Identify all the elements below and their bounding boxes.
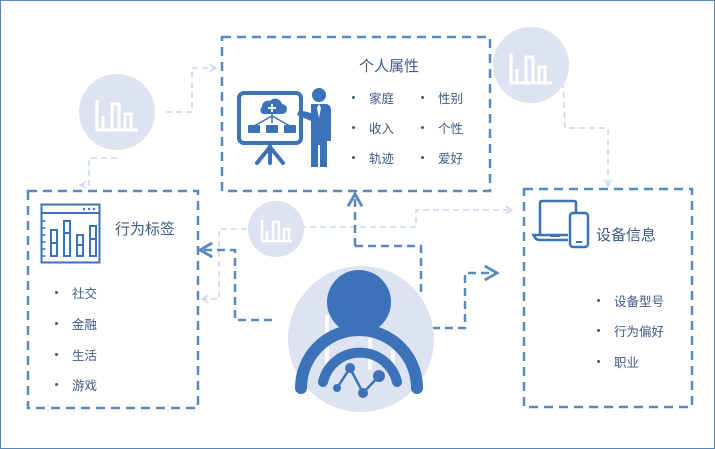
chart-circle-center	[248, 201, 304, 257]
device-info-box: 设备信息 设备型号 行为偏好 职业	[524, 189, 692, 407]
bullet-icon	[421, 156, 424, 159]
tag-item: 金融	[55, 314, 97, 333]
bullet-icon	[597, 360, 600, 363]
connector-center-up	[355, 244, 423, 296]
bullet-icon	[421, 126, 424, 129]
presentation-icon	[237, 88, 331, 167]
device-item: 行为偏好	[597, 321, 664, 340]
tag-item: 生活	[55, 345, 97, 364]
attr-item: 性别	[421, 88, 463, 107]
personal-attributes-box: 个人属性 家庭 性别 收入 个性 轨迹 爱好	[222, 37, 490, 191]
light-connector-1	[166, 63, 218, 113]
attr-item: 家庭	[352, 88, 394, 107]
device-box-border	[522, 187, 694, 409]
light-connector-4	[300, 205, 514, 228]
device-item: 职业	[597, 352, 639, 371]
personal-attributes-title: 个人属性	[359, 57, 420, 75]
light-connector-3	[562, 81, 613, 188]
bullet-icon	[421, 96, 424, 99]
behavior-box-border	[26, 189, 200, 410]
bullet-icon	[55, 353, 58, 356]
tag-item: 社交	[55, 283, 97, 302]
light-connector-5	[200, 228, 247, 304]
bullet-icon	[352, 96, 355, 99]
connector-to-behavior	[197, 241, 272, 322]
attr-item: 爱好	[421, 148, 463, 167]
bullet-icon	[352, 156, 355, 159]
bullet-icon	[597, 329, 600, 332]
behavior-tags-title: 行为标签	[115, 220, 176, 238]
device-item: 设备型号	[597, 291, 664, 310]
user-analytics-icon	[288, 266, 434, 412]
bullet-icon	[55, 291, 58, 294]
attr-item: 轨迹	[352, 148, 394, 167]
bullet-icon	[597, 299, 600, 302]
chart-circle-right	[493, 27, 569, 103]
behavior-tags-box: 行为标签 社交 金融 生活 游戏	[28, 191, 198, 408]
attr-item: 收入	[352, 118, 394, 137]
laptop-phone-icon	[532, 199, 590, 249]
chart-circle-left	[79, 74, 155, 150]
tag-item: 游戏	[55, 375, 97, 394]
device-info-title: 设备信息	[596, 226, 657, 244]
attr-item: 个性	[421, 118, 463, 137]
bar-chart-window-icon	[40, 203, 101, 264]
personal-box-border	[220, 35, 492, 193]
connector-to-device	[432, 264, 500, 330]
bullet-icon	[55, 322, 58, 325]
bullet-icon	[352, 126, 355, 129]
light-connector-2	[78, 157, 117, 190]
bullet-icon	[55, 383, 58, 386]
